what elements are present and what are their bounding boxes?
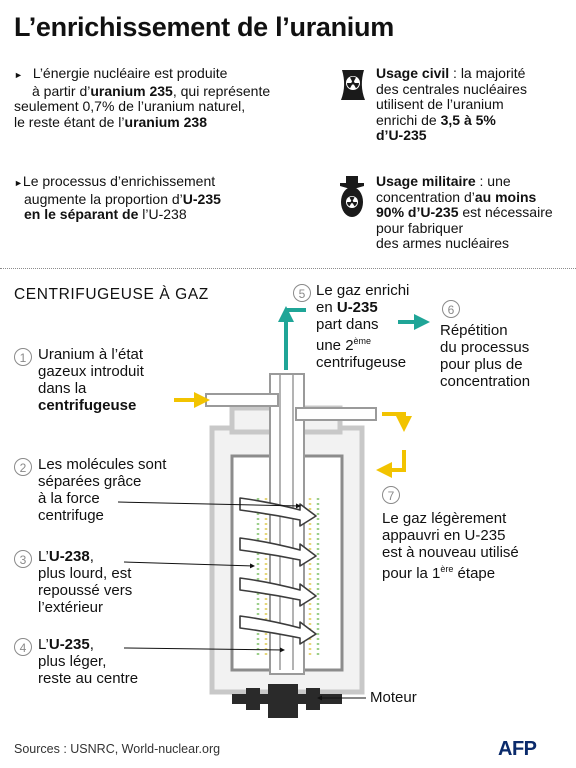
return-arrow bbox=[376, 450, 406, 478]
motor-block bbox=[306, 688, 320, 710]
nuclear-bomb-icon bbox=[340, 176, 364, 217]
step-number-5: 5 bbox=[293, 284, 311, 302]
step-4-text: L’U-235, plus léger, reste au centre bbox=[38, 636, 139, 687]
motor-label: Moteur bbox=[370, 689, 417, 706]
step-number-7: 7 bbox=[382, 486, 400, 504]
leader-line bbox=[123, 647, 285, 653]
swirl-arrow bbox=[239, 615, 317, 645]
bullet-nuclear-energy: ► L’énergie nucléaire est produite à par… bbox=[14, 65, 271, 130]
step-2-text: Les molécules sont séparées grâce à la f… bbox=[38, 456, 167, 524]
nuclear-plant-icon bbox=[341, 70, 365, 100]
leader-line bbox=[117, 501, 301, 509]
step-7-text: Le gaz légèrement appauvri en U-235 est … bbox=[382, 510, 519, 582]
step-6-text: Répétition du processus pour plus de con… bbox=[440, 322, 531, 390]
section-title: CENTRIFUGEUSE À GAZ bbox=[14, 286, 209, 303]
step-number-3: 3 bbox=[14, 550, 32, 568]
motor-block bbox=[246, 688, 260, 710]
swirl-arrow bbox=[239, 577, 317, 607]
sources-footer: Sources : USNRC, World-nuclear.org bbox=[14, 742, 221, 756]
bullet-arrow-icon: ► bbox=[14, 70, 23, 80]
leader-line bbox=[123, 561, 255, 569]
step-5-text: Le gaz enrichi en U-235 part dans une 2è… bbox=[316, 282, 410, 371]
bullet-enrichment-process: ►Le processus d’enrichissement augmente … bbox=[14, 173, 221, 222]
step-number-1: 1 bbox=[14, 348, 32, 366]
bullet-arrow-icon: ► bbox=[14, 178, 23, 188]
step-number-4: 4 bbox=[14, 638, 32, 656]
inlet-pipe bbox=[205, 393, 279, 407]
step-number-6: 6 bbox=[442, 300, 460, 318]
page-title: L’enrichissement de l’uranium bbox=[14, 12, 394, 42]
swirl-arrow bbox=[239, 537, 317, 567]
outlet-pipe bbox=[295, 407, 377, 421]
return-arrow bbox=[382, 412, 412, 432]
centrifuge-diagram bbox=[117, 306, 430, 718]
motor-block bbox=[268, 684, 298, 718]
step-3-text: L’U-238, plus lourd, est repoussé vers l… bbox=[38, 548, 133, 616]
step-number-2: 2 bbox=[14, 458, 32, 476]
civil-usage-text: Usage civil : la majorité des centrales … bbox=[376, 65, 527, 143]
afp-logo: AFP bbox=[498, 738, 537, 760]
section-divider bbox=[0, 268, 576, 269]
step-1-text: Uranium à l’état gazeux introduit dans l… bbox=[38, 346, 144, 414]
military-usage-text: Usage militaire : une concentration d’au… bbox=[376, 173, 553, 251]
